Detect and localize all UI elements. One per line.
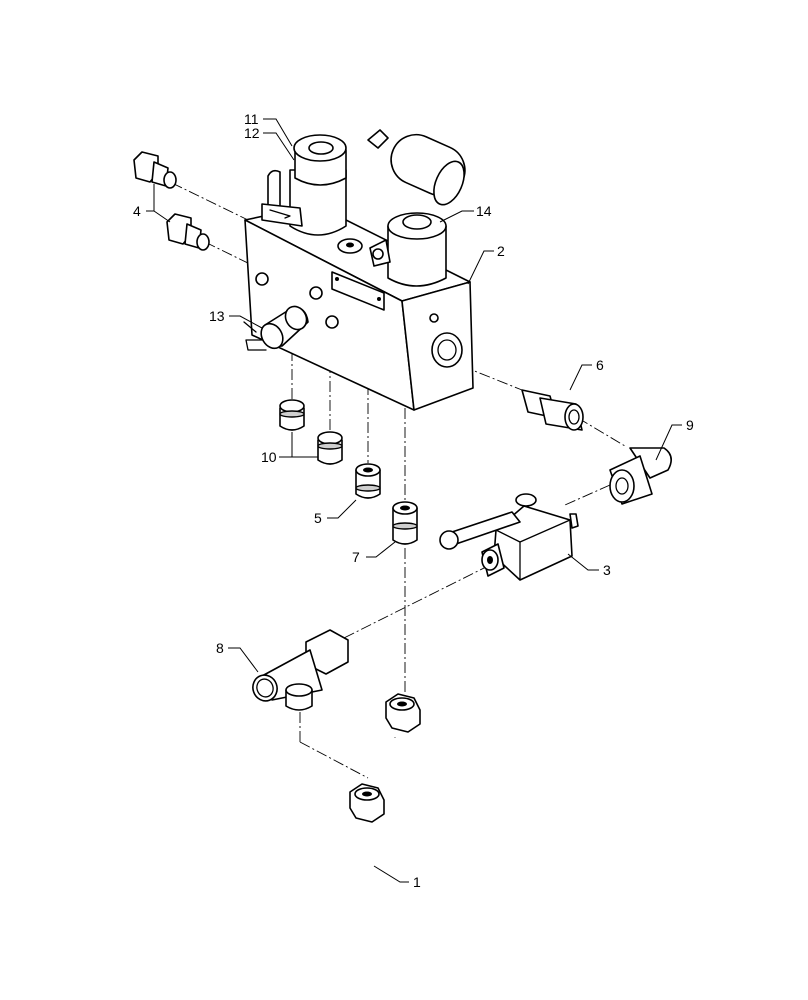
tee-fitting — [252, 629, 349, 711]
connector-fitting-6 — [521, 389, 584, 431]
callout-3: 3 — [603, 562, 611, 578]
leader-lines — [146, 118, 682, 883]
elbow-fitting — [609, 447, 672, 505]
callout-8: 8 — [216, 640, 224, 656]
cartridge-valve-11 — [261, 134, 347, 236]
adapter-fitting-5 — [355, 463, 381, 499]
callout-7: 7 — [352, 549, 360, 565]
adapter-fitting-7 — [392, 501, 418, 545]
callout-2: 2 — [497, 243, 505, 259]
callout-9: 9 — [686, 417, 694, 433]
ball-valve — [439, 493, 579, 581]
callout-12: 12 — [244, 125, 260, 141]
callout-labels: 11 12 14 2 13 4 6 9 10 5 7 3 8 1 — [133, 111, 694, 890]
straight-fitting-pair — [133, 151, 210, 251]
solenoid-valve — [367, 129, 466, 287]
callout-10: 10 — [261, 449, 277, 465]
callout-14: 14 — [476, 203, 492, 219]
callout-4: 4 — [133, 203, 141, 219]
callout-13: 13 — [209, 308, 225, 324]
callout-1: 1 — [413, 874, 421, 890]
callout-5: 5 — [314, 510, 322, 526]
plug-pair — [279, 399, 343, 465]
hose — [349, 693, 421, 875]
callout-11: 11 — [244, 111, 259, 127]
solenoid-sensor — [243, 305, 309, 351]
callout-6: 6 — [596, 357, 604, 373]
